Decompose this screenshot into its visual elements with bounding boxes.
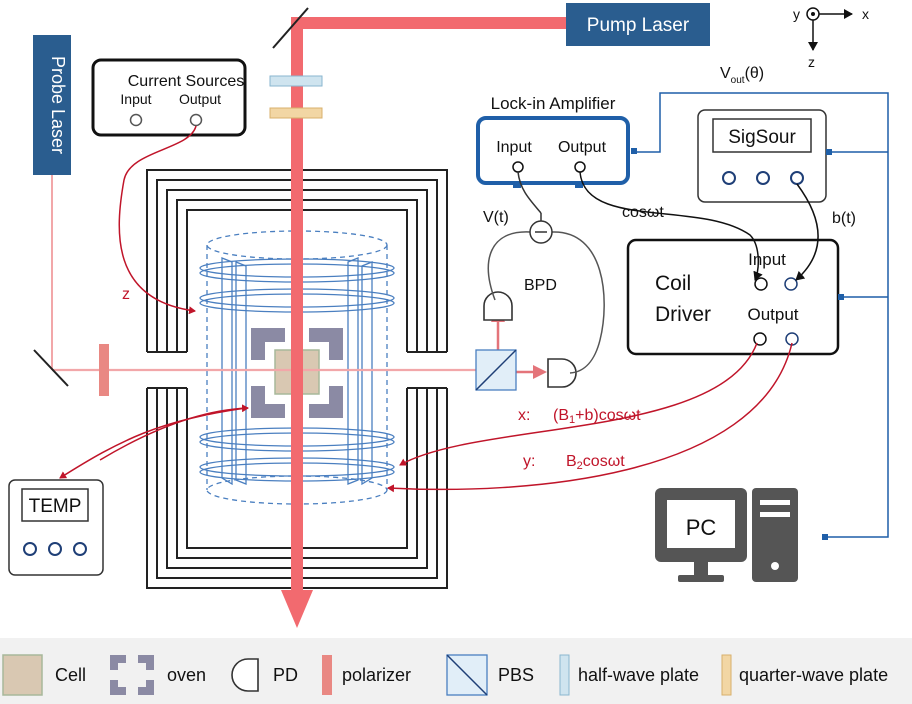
legend: Cell oven PD polarizer PBS half-wave pla…	[2, 654, 888, 696]
current-sources-title: Current Sources	[128, 73, 245, 90]
coil-driver-output-label: Output	[747, 305, 798, 324]
pump-laser	[566, 3, 710, 46]
legend-cell-symbol	[2, 654, 43, 696]
coil-driver-title-1: Coil	[655, 272, 691, 295]
reference-cable	[579, 171, 763, 281]
legend-polarizer-label: polarizer	[342, 665, 411, 685]
shield-aperture-edges	[147, 351, 447, 389]
half-wave-plate	[269, 75, 323, 87]
temperature-controller: TEMP	[8, 479, 104, 576]
polarizer	[99, 344, 109, 396]
legend-hwp-symbol	[559, 654, 570, 696]
axis-z-label: z	[808, 54, 815, 70]
legend-cell-label: Cell	[55, 665, 86, 685]
legend-oven-label: oven	[167, 665, 206, 685]
axis-y-label: y	[793, 6, 800, 22]
coil-driver-title-2: Driver	[655, 303, 711, 326]
z-signal-label: z	[122, 286, 130, 303]
lockin-output-port	[574, 161, 586, 173]
axis-x-label: x	[862, 6, 869, 22]
legend-qwp-label: quarter-wave plate	[739, 665, 888, 685]
coil-driver: Coil Driver Input Output	[626, 238, 840, 356]
signal-source: SigSour	[697, 109, 827, 203]
current-sources: Current Sources Input Output	[91, 58, 247, 137]
pc: PC	[655, 488, 798, 582]
data-bus	[637, 92, 889, 538]
legend-pd-symbol	[231, 658, 259, 692]
legend-hwp-label: half-wave plate	[578, 665, 699, 685]
lockin-input-label: Input	[496, 139, 532, 156]
coil-driver-input-label: Input	[748, 250, 786, 269]
data-bus-nodes	[822, 149, 844, 540]
probe-laser-label: Probe Laser	[48, 56, 68, 154]
sigsour-output-port	[790, 171, 804, 185]
sigsour-title: SigSour	[728, 127, 796, 148]
current-sources-output-label: Output	[179, 91, 221, 107]
pump-beam	[281, 17, 566, 628]
legend-pbs-symbol	[446, 654, 488, 696]
pump-laser-label: Pump Laser	[587, 15, 690, 36]
signal-lines	[59, 125, 793, 493]
axes-indicator: y x z	[793, 6, 869, 70]
legend-oven-symbol	[110, 655, 154, 695]
quarter-wave-plate	[269, 107, 323, 119]
y-signal-label: y:B2cosωt	[523, 453, 625, 472]
lockin-amplifier: Input Output	[476, 116, 637, 188]
sigsour-cable	[795, 183, 819, 281]
pbs	[475, 349, 517, 391]
oven	[251, 328, 343, 418]
photodiodes	[483, 291, 577, 388]
current-sources-output-port	[189, 113, 203, 127]
temp-title: TEMP	[29, 496, 82, 517]
bt-label: b(t)	[832, 210, 856, 227]
probe-laser	[33, 35, 71, 175]
cos-label: cosωt	[622, 204, 664, 221]
current-sources-input-port	[129, 113, 143, 127]
lockin-input-port	[512, 161, 524, 173]
pc-title: PC	[686, 515, 717, 540]
vout-label: Vout(θ)	[720, 65, 764, 86]
lockin-output-label: Output	[558, 139, 607, 156]
bpd-label: BPD	[524, 277, 557, 294]
current-sources-input-label: Input	[120, 91, 151, 107]
lockin-title: Lock-in Amplifier	[491, 94, 616, 113]
vt-label: V(t)	[483, 209, 509, 226]
pump-mirror	[272, 7, 309, 49]
x-signal-label: x:(B1+b)cosωt	[518, 407, 641, 426]
legend-pd-label: PD	[273, 665, 298, 685]
legend-qwp-symbol	[721, 654, 732, 696]
legend-polarizer-symbol	[322, 655, 332, 695]
bpd-wiring	[487, 171, 605, 374]
probe-mirror	[33, 349, 69, 387]
legend-pbs-label: PBS	[498, 665, 534, 685]
